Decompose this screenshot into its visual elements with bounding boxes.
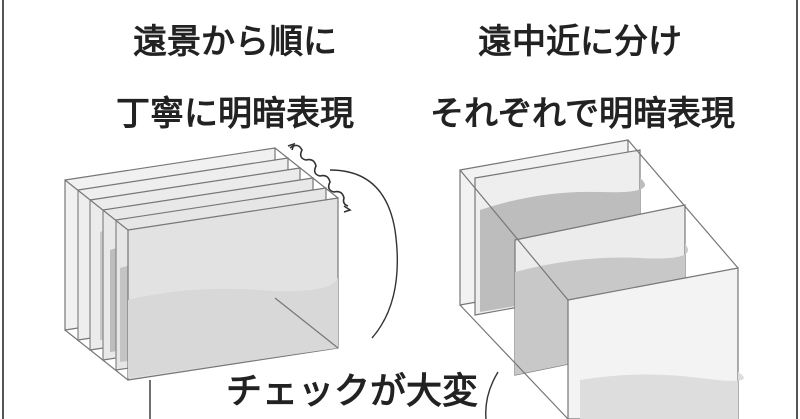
left-heading: 遠景から順に 丁寧に明暗表現 [110, 6, 360, 150]
leader-line-right [485, 371, 499, 419]
curly-arrow-path [289, 144, 349, 207]
left-heading-line1: 遠景から順に [133, 22, 337, 62]
near-layer-panel [567, 267, 744, 419]
box-edge-top-right [274, 147, 339, 199]
right-heading-line1: 遠中近に分け [478, 22, 682, 62]
box-edge-top-left [64, 179, 129, 231]
right-edge-top-right [627, 139, 739, 269]
left-heading-line2: 丁寧に明暗表現 [116, 94, 354, 134]
right-heading-line2: それぞれで明暗表現 [430, 94, 735, 134]
right-edge-bottom-left [459, 304, 569, 419]
right-layer-stack [459, 139, 744, 419]
right-edge-top-left [459, 169, 569, 301]
right-heading: 遠中近に分け それぞれで明暗表現 [430, 6, 735, 150]
leader-curve [329, 169, 398, 339]
box-edge-bottom-right [274, 297, 339, 349]
layer-panel-6 [127, 197, 339, 381]
arrow-head-bottom [343, 205, 352, 213]
check-arrows [287, 142, 352, 213]
arrow-head-top [287, 142, 296, 151]
box-edge-bottom-left [64, 329, 129, 381]
left-layer-stack [64, 147, 339, 381]
caption-check-is-hard: チェックが大変 [226, 371, 479, 412]
